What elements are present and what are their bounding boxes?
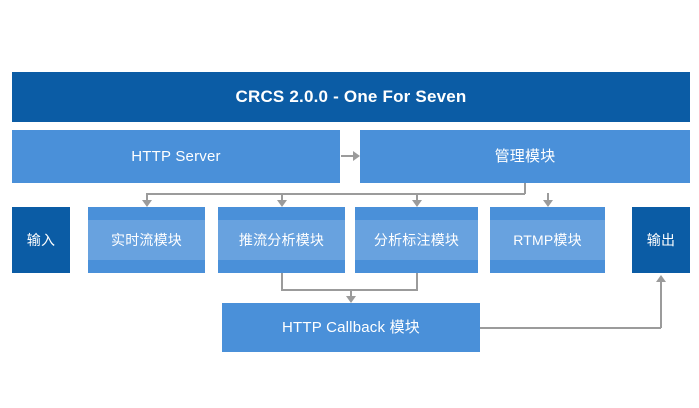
diagram-title-bar: CRCS 2.0.0 - One For Seven (12, 72, 690, 122)
node-realtime-stream-module[interactable]: 实时流模块 (88, 207, 205, 273)
node-push-analysis-module[interactable]: 推流分析模块 (218, 207, 345, 273)
node-rtmp-module[interactable]: RTMP模块 (490, 207, 605, 273)
arrowhead-down-icon (412, 200, 422, 207)
connector-bus-to-annotate (416, 193, 418, 201)
node-management-module[interactable]: 管理模块 (360, 130, 690, 183)
node-realtime-stream-module-label: 实时流模块 (111, 231, 182, 248)
node-analysis-annotation-module[interactable]: 分析标注模块 (355, 207, 478, 273)
node-http-server[interactable]: HTTP Server (12, 130, 340, 183)
node-analysis-annotation-module-label: 分析标注模块 (373, 231, 460, 248)
arrowhead-up-icon (656, 275, 666, 282)
arrowhead-down-icon (277, 200, 287, 207)
connector-callback-to-output-horizontal (480, 327, 661, 329)
connector-bus-to-rtmp (547, 193, 549, 201)
node-input-label: 输入 (26, 231, 56, 248)
arrowhead-down-icon (346, 296, 356, 303)
node-push-analysis-module-label: 推流分析模块 (238, 231, 325, 248)
connector-management-drop (524, 183, 526, 194)
connector-bus-to-push (281, 193, 283, 201)
connector-callback-merge-bus (281, 289, 418, 291)
node-output[interactable]: 输出 (632, 207, 690, 273)
arrowhead-down-icon (142, 200, 152, 207)
connector-callback-to-output-vertical (660, 282, 662, 328)
connector-merge-to-callback (350, 289, 352, 297)
connector-module-bus (146, 193, 525, 195)
page-title: CRCS 2.0.0 - One For Seven (235, 86, 467, 106)
node-http-server-label: HTTP Server (131, 147, 221, 165)
node-input[interactable]: 输入 (12, 207, 70, 273)
arrowhead-down-icon (543, 200, 553, 207)
node-http-callback-module[interactable]: HTTP Callback 模块 (222, 303, 480, 352)
connector-push-to-callback (281, 273, 283, 291)
node-output-label: 输出 (646, 231, 676, 248)
connector-annotate-to-callback (416, 273, 418, 291)
connector-http-server-to-management (341, 155, 353, 157)
arrowhead-right-icon (353, 151, 360, 161)
node-http-callback-module-label: HTTP Callback 模块 (282, 318, 420, 336)
node-rtmp-module-label: RTMP模块 (513, 231, 582, 248)
node-management-module-label: 管理模块 (494, 147, 556, 165)
connector-bus-to-stream (146, 193, 148, 201)
